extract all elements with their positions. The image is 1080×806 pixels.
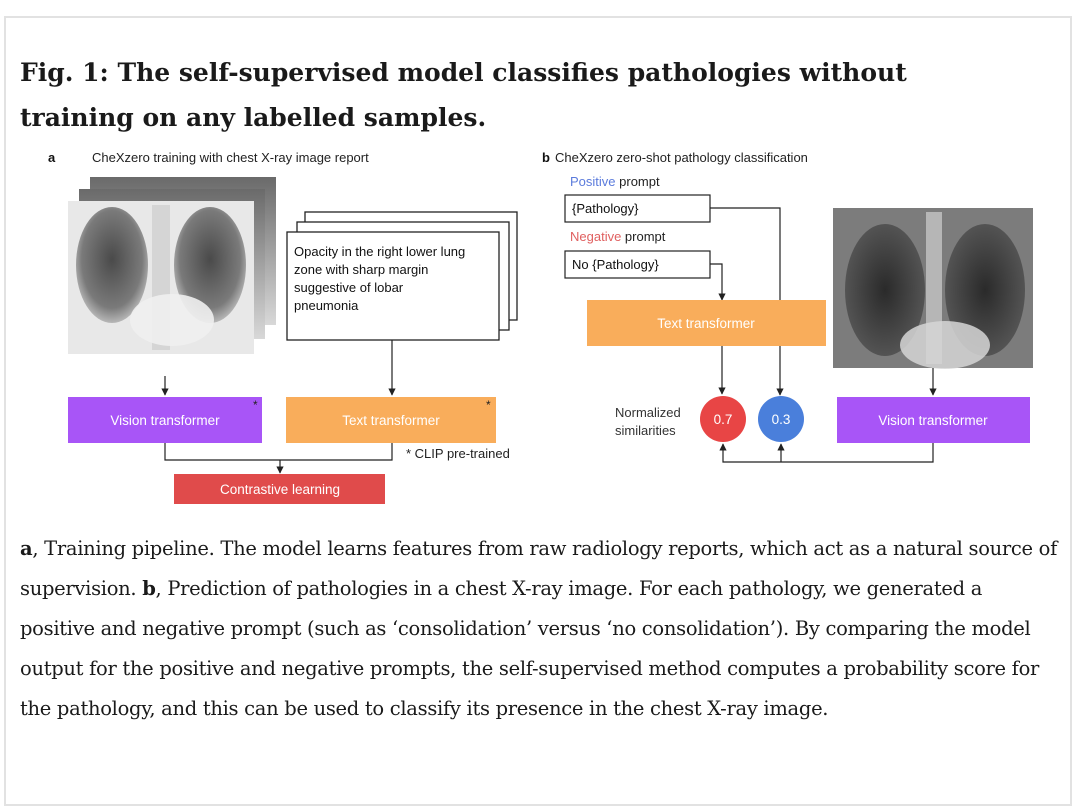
- xray-image-b: [833, 208, 1033, 369]
- caption-a-label: a: [20, 537, 33, 560]
- text-transformer-a-label: Text transformer: [342, 413, 440, 428]
- negative-word: Negative: [570, 229, 621, 244]
- vision-star: *: [253, 398, 258, 412]
- contrastive-learning-label: Contrastive learning: [220, 482, 340, 497]
- vision-transformer-a: [68, 397, 262, 443]
- contrastive-learning-box: [174, 474, 385, 504]
- report-line-1: Opacity in the right lower lung: [294, 244, 465, 259]
- positive-word: Positive: [570, 174, 616, 189]
- xray-left-lung: [76, 207, 148, 323]
- caption-b-label: b: [142, 577, 156, 600]
- figure-caption: a, Training pipeline. The model learns f…: [20, 529, 1060, 729]
- panel-b-label: b: [542, 150, 550, 165]
- report-card-front: [286, 231, 500, 341]
- positive-prompt-text: {Pathology}: [572, 201, 639, 216]
- vision-transformer-b: [837, 397, 1030, 443]
- text-transformer-b-label: Text transformer: [657, 316, 755, 331]
- text-transformer-a: [286, 397, 496, 443]
- normalized-label-1: Normalized: [615, 405, 681, 420]
- join-connector: [164, 443, 393, 461]
- vision-feedback-connector: [719, 443, 934, 463]
- text-star: *: [486, 398, 491, 412]
- score-positive-value: 0.7: [714, 412, 733, 427]
- xray-heart: [130, 294, 214, 346]
- clip-note: * CLIP pre-trained: [406, 446, 510, 461]
- panel-a-title: CheXzero training with chest X-ray image…: [92, 150, 369, 165]
- normalized-label-2: similarities: [615, 423, 676, 438]
- negative-prompt-heading: Negative prompt: [570, 229, 666, 244]
- positive-prompt-heading: Positive prompt: [570, 174, 660, 189]
- panel-b-title: CheXzero zero-shot pathology classificat…: [555, 150, 808, 165]
- report-line-3: suggestive of lobar: [294, 280, 404, 295]
- score-negative-circle: [758, 396, 804, 442]
- xray-b-right-lung: [945, 224, 1025, 356]
- negative-rest: prompt: [621, 229, 665, 244]
- report-line-4: pneumonia: [294, 298, 359, 313]
- xray-b-heart: [900, 321, 990, 369]
- figure-diagram: a CheXzero training with chest X-ray ima…: [40, 140, 1040, 510]
- xray-b-left-lung: [845, 224, 925, 356]
- vision-transformer-a-label: Vision transformer: [110, 413, 220, 428]
- report-stack: Opacity in the right lower lung zone wit…: [286, 211, 518, 341]
- score-positive-circle: [700, 396, 746, 442]
- text-transformer-b: [587, 300, 826, 346]
- figure-title: Fig. 1: The self-supervised model classi…: [20, 58, 907, 132]
- caption-b-text: , Prediction of pathologies in a chest X…: [20, 577, 1040, 720]
- negative-prompt-box: [564, 250, 711, 279]
- vision-transformer-b-label: Vision transformer: [878, 413, 988, 428]
- positive-rest: prompt: [616, 174, 660, 189]
- xray-right-lung: [174, 207, 246, 323]
- diagram-svg: a CheXzero training with chest X-ray ima…: [48, 150, 1033, 504]
- negative-prompt-text: No {Pathology}: [572, 257, 659, 272]
- report-line-2: zone with sharp margin: [294, 262, 428, 277]
- negative-connector: [710, 263, 726, 301]
- xray-stack: [68, 177, 276, 354]
- score-negative-value: 0.3: [772, 412, 791, 427]
- caption-a-text: , Training pipeline. The model learns fe…: [20, 537, 1058, 600]
- panel-a-label: a: [48, 150, 56, 165]
